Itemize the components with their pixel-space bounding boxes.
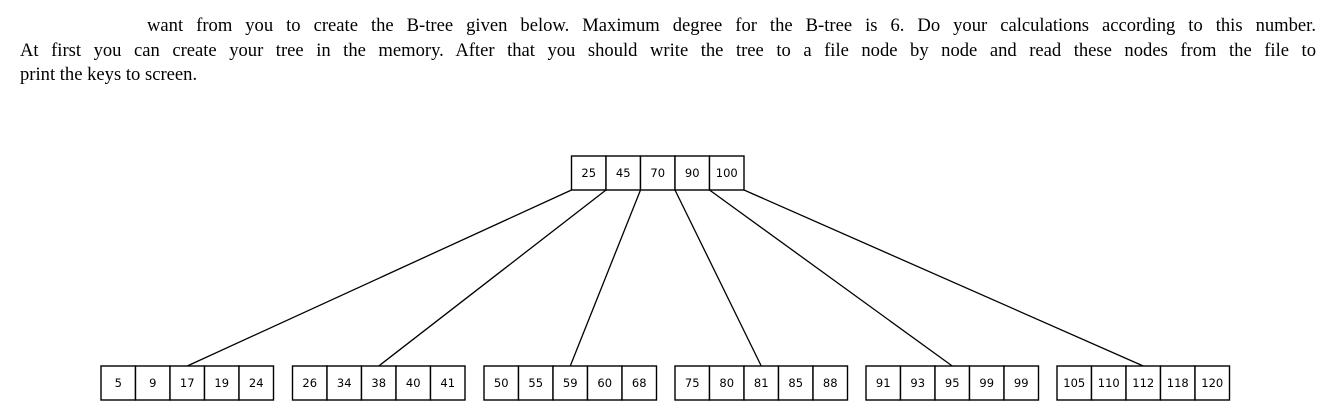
instructions-line-3: print the keys to screen. — [20, 64, 198, 85]
key-cell — [134, 365, 171, 401]
key-cell — [238, 365, 275, 401]
tree-edge — [743, 189, 1144, 367]
root-node-keys: 25 45 70 90 100 — [570, 155, 745, 191]
key-label: 26 — [302, 376, 317, 390]
tree-edge — [186, 189, 572, 367]
key-label: 80 — [719, 376, 734, 390]
key-label: 41 — [440, 376, 455, 390]
key-cell — [812, 365, 849, 401]
key-cell — [865, 365, 902, 401]
key-label: 70 — [650, 166, 665, 180]
key-cell — [586, 365, 623, 401]
key-cell — [743, 365, 780, 401]
key-label: 60 — [597, 376, 612, 390]
child-node: 75 80 81 85 88 — [674, 365, 849, 401]
key-label: 120 — [1201, 376, 1223, 390]
key-label: 90 — [685, 166, 700, 180]
key-cell — [639, 155, 676, 191]
key-label: 50 — [494, 376, 509, 390]
key-label: 38 — [371, 376, 386, 390]
key-cell — [1090, 365, 1127, 401]
tree-edge — [569, 189, 642, 367]
child-node: 5 9 17 19 24 — [100, 365, 275, 401]
key-label: 75 — [685, 376, 700, 390]
key-label: 99 — [1014, 376, 1029, 390]
tree-edges — [186, 189, 1144, 367]
tree-edge — [378, 189, 607, 367]
key-cell — [1194, 365, 1231, 401]
key-label: 85 — [788, 376, 803, 390]
key-label: 110 — [1098, 376, 1120, 390]
key-cell — [968, 365, 1005, 401]
key-label: 34 — [337, 376, 352, 390]
key-cell — [552, 365, 589, 401]
key-label: 118 — [1167, 376, 1189, 390]
child-node: 105 110 112 118 120 — [1056, 365, 1231, 401]
key-label: 91 — [876, 376, 891, 390]
key-label: 17 — [180, 376, 195, 390]
key-label: 25 — [581, 166, 596, 180]
key-label: 24 — [249, 376, 264, 390]
child-node: 91 93 95 99 99 — [865, 365, 1040, 401]
key-cell — [429, 365, 466, 401]
child-node: 50 55 59 60 68 — [483, 365, 658, 401]
key-label: 81 — [754, 376, 769, 390]
root-node: 25 45 70 90 100 — [570, 155, 745, 191]
key-label: 55 — [528, 376, 543, 390]
key-cell — [360, 365, 397, 401]
key-cell — [621, 365, 658, 401]
child-node: 26 34 38 40 41 — [291, 365, 466, 401]
key-label: 40 — [406, 376, 421, 390]
tree-edge — [709, 189, 953, 367]
key-label: 68 — [632, 376, 647, 390]
key-label: 95 — [945, 376, 960, 390]
key-cell — [1003, 365, 1040, 401]
key-label: 100 — [716, 166, 738, 180]
key-label: 99 — [979, 376, 994, 390]
key-label: 105 — [1063, 376, 1085, 390]
key-label: 5 — [115, 376, 122, 390]
key-label: 19 — [214, 376, 229, 390]
instructions-line-2: At first you can create your tree in the… — [20, 39, 1316, 61]
key-cell — [934, 365, 971, 401]
key-label: 45 — [616, 166, 631, 180]
key-label: 9 — [149, 376, 156, 390]
tree-edge — [674, 189, 762, 367]
key-label: 112 — [1132, 376, 1154, 390]
key-label: 93 — [910, 376, 925, 390]
instructions-line-1: want from you to create the B-tree given… — [147, 15, 1316, 36]
key-cell — [291, 365, 328, 401]
key-label: 88 — [823, 376, 838, 390]
instructions-paragraph: want from you to create the B-tree given… — [20, 14, 1316, 88]
key-cell — [708, 155, 745, 191]
key-cell — [708, 365, 745, 401]
key-label: 59 — [563, 376, 578, 390]
key-cell — [674, 365, 711, 401]
key-cell — [483, 365, 520, 401]
